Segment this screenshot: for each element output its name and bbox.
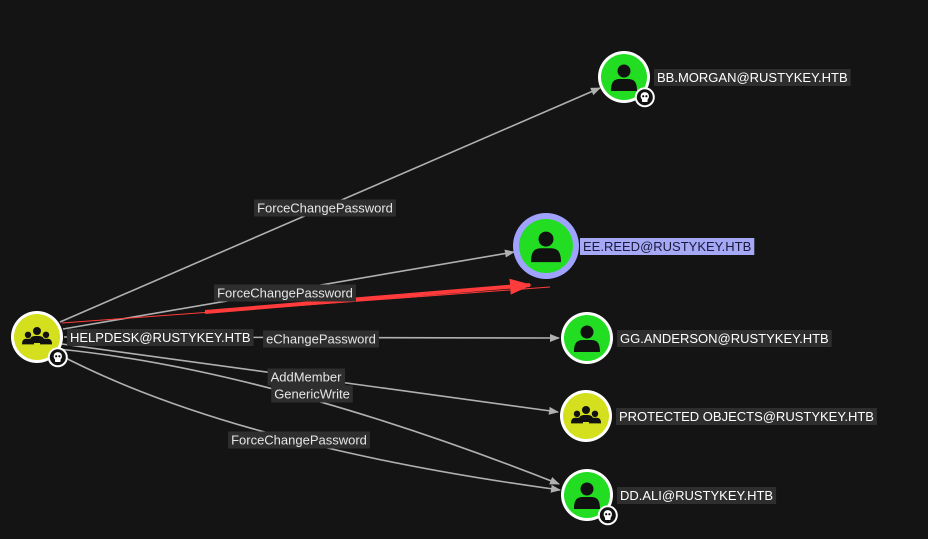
- edge-labels-layer: ForceChangePasswordForceChangePasswordeC…: [214, 199, 396, 449]
- skull-icon: [47, 347, 68, 368]
- node-label-group: HELPDESK@RUSTYKEY.HTB: [67, 329, 254, 346]
- edge-label-group[interactable]: eChangePassword: [263, 330, 379, 348]
- edge-label-group[interactable]: AddMember: [267, 368, 346, 386]
- node-label-group: PROTECTED OBJECTS@RUSTYKEY.HTB: [616, 408, 877, 425]
- nodes-layer: HELPDESK@RUSTYKEY.HTB BB.MORGAN@RUSTYKEY.…: [11, 51, 877, 526]
- node-label-bg: [654, 69, 851, 86]
- edge-label: ForceChangePassword: [257, 201, 393, 216]
- edge-label-bg: [271, 385, 353, 403]
- node-label: BB.MORGAN@RUSTYKEY.HTB: [657, 70, 848, 85]
- edge-label-group[interactable]: GenericWrite: [271, 385, 353, 403]
- edge-label-bg: [267, 368, 346, 386]
- node-bbmorgan[interactable]: BB.MORGAN@RUSTYKEY.HTB: [598, 51, 851, 108]
- edge-label-bg: [254, 199, 396, 217]
- user-icon: [611, 64, 637, 91]
- node-label-group: GG.ANDERSON@RUSTYKEY.HTB: [617, 330, 832, 347]
- skull-icon: [597, 505, 618, 526]
- edge-label-group[interactable]: ForceChangePassword: [254, 199, 396, 217]
- node-label-bg: [580, 238, 755, 255]
- edge-label-bg: [263, 330, 379, 348]
- node-helpdesk[interactable]: HELPDESK@RUSTYKEY.HTB: [11, 311, 254, 368]
- annotation-layer: [61, 278, 551, 324]
- edge-label-group[interactable]: ForceChangePassword: [228, 431, 370, 449]
- node-gganderson[interactable]: GG.ANDERSON@RUSTYKEY.HTB: [561, 312, 832, 364]
- node-protected[interactable]: PROTECTED OBJECTS@RUSTYKEY.HTB: [560, 390, 877, 442]
- node-label-bg: [617, 487, 777, 504]
- edge-label-bg: [228, 431, 370, 449]
- group-icon: [571, 406, 601, 424]
- edge-label: eChangePassword: [266, 332, 376, 347]
- node-label: DD.ALI@RUSTYKEY.HTB: [620, 488, 773, 503]
- edge-label: ForceChangePassword: [231, 433, 367, 448]
- node-label: PROTECTED OBJECTS@RUSTYKEY.HTB: [619, 409, 874, 424]
- node-label: GG.ANDERSON@RUSTYKEY.HTB: [620, 331, 829, 346]
- node-label-group: EE.REED@RUSTYKEY.HTB: [580, 238, 755, 255]
- node-label: HELPDESK@RUSTYKEY.HTB: [70, 330, 251, 345]
- node-label-bg: [616, 408, 877, 425]
- group-icon: [22, 327, 52, 345]
- edge-label: ForceChangePassword: [217, 286, 353, 301]
- node-label-bg: [67, 329, 254, 346]
- node-label-bg: [617, 330, 832, 347]
- edge-label: AddMember: [271, 370, 342, 385]
- node-ddali[interactable]: DD.ALI@RUSTYKEY.HTB: [561, 469, 777, 526]
- edge-label: GenericWrite: [274, 387, 350, 402]
- node-eereed[interactable]: EE.REED@RUSTYKEY.HTB: [513, 213, 755, 279]
- user-icon: [574, 325, 600, 352]
- node-label-group: BB.MORGAN@RUSTYKEY.HTB: [654, 69, 851, 86]
- user-icon: [531, 231, 561, 263]
- skull-icon: [634, 87, 655, 108]
- edge-label-group[interactable]: ForceChangePassword: [214, 284, 356, 302]
- highlight-arrow: [204, 278, 532, 314]
- user-icon: [574, 482, 600, 509]
- node-label-group: DD.ALI@RUSTYKEY.HTB: [617, 487, 777, 504]
- edge-label-bg: [214, 284, 356, 302]
- node-label: EE.REED@RUSTYKEY.HTB: [583, 239, 751, 254]
